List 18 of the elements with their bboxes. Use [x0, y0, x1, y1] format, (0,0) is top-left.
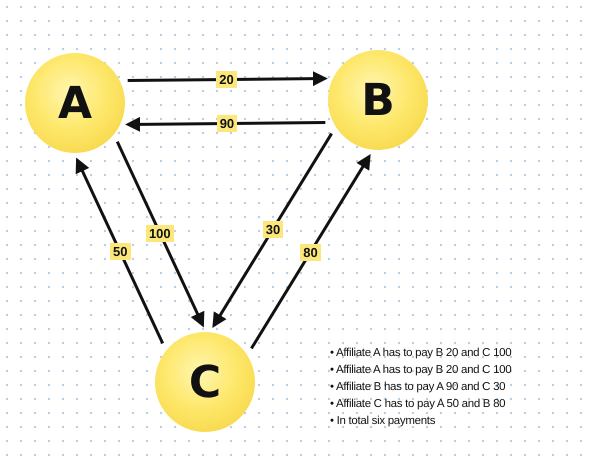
bullet-note: • Affiliate A has to pay B 20 and C 100 [330, 346, 512, 361]
node-label: B [361, 74, 395, 126]
node-label: A [58, 78, 92, 128]
arrow [250, 154, 371, 350]
edge-label: 100 [146, 224, 174, 242]
edge-label: 80 [300, 244, 321, 261]
arrow [128, 71, 328, 86]
node-label: C [188, 356, 222, 408]
arrow [125, 116, 326, 132]
edge-label: 50 [110, 243, 131, 260]
bullet-note: • Affiliate C has to pay A 50 and B 80 [330, 397, 506, 412]
arrow [116, 141, 204, 328]
bullet-note: • Affiliate A has to pay B 20 and C 100 [330, 363, 512, 378]
bullet-note: • Affiliate B has to pay A 90 and C 30 [330, 380, 506, 395]
arrow [76, 158, 164, 344]
bullet-note: • In total six payments [330, 414, 436, 429]
edge-label: 20 [216, 71, 237, 88]
arrow [212, 132, 333, 328]
